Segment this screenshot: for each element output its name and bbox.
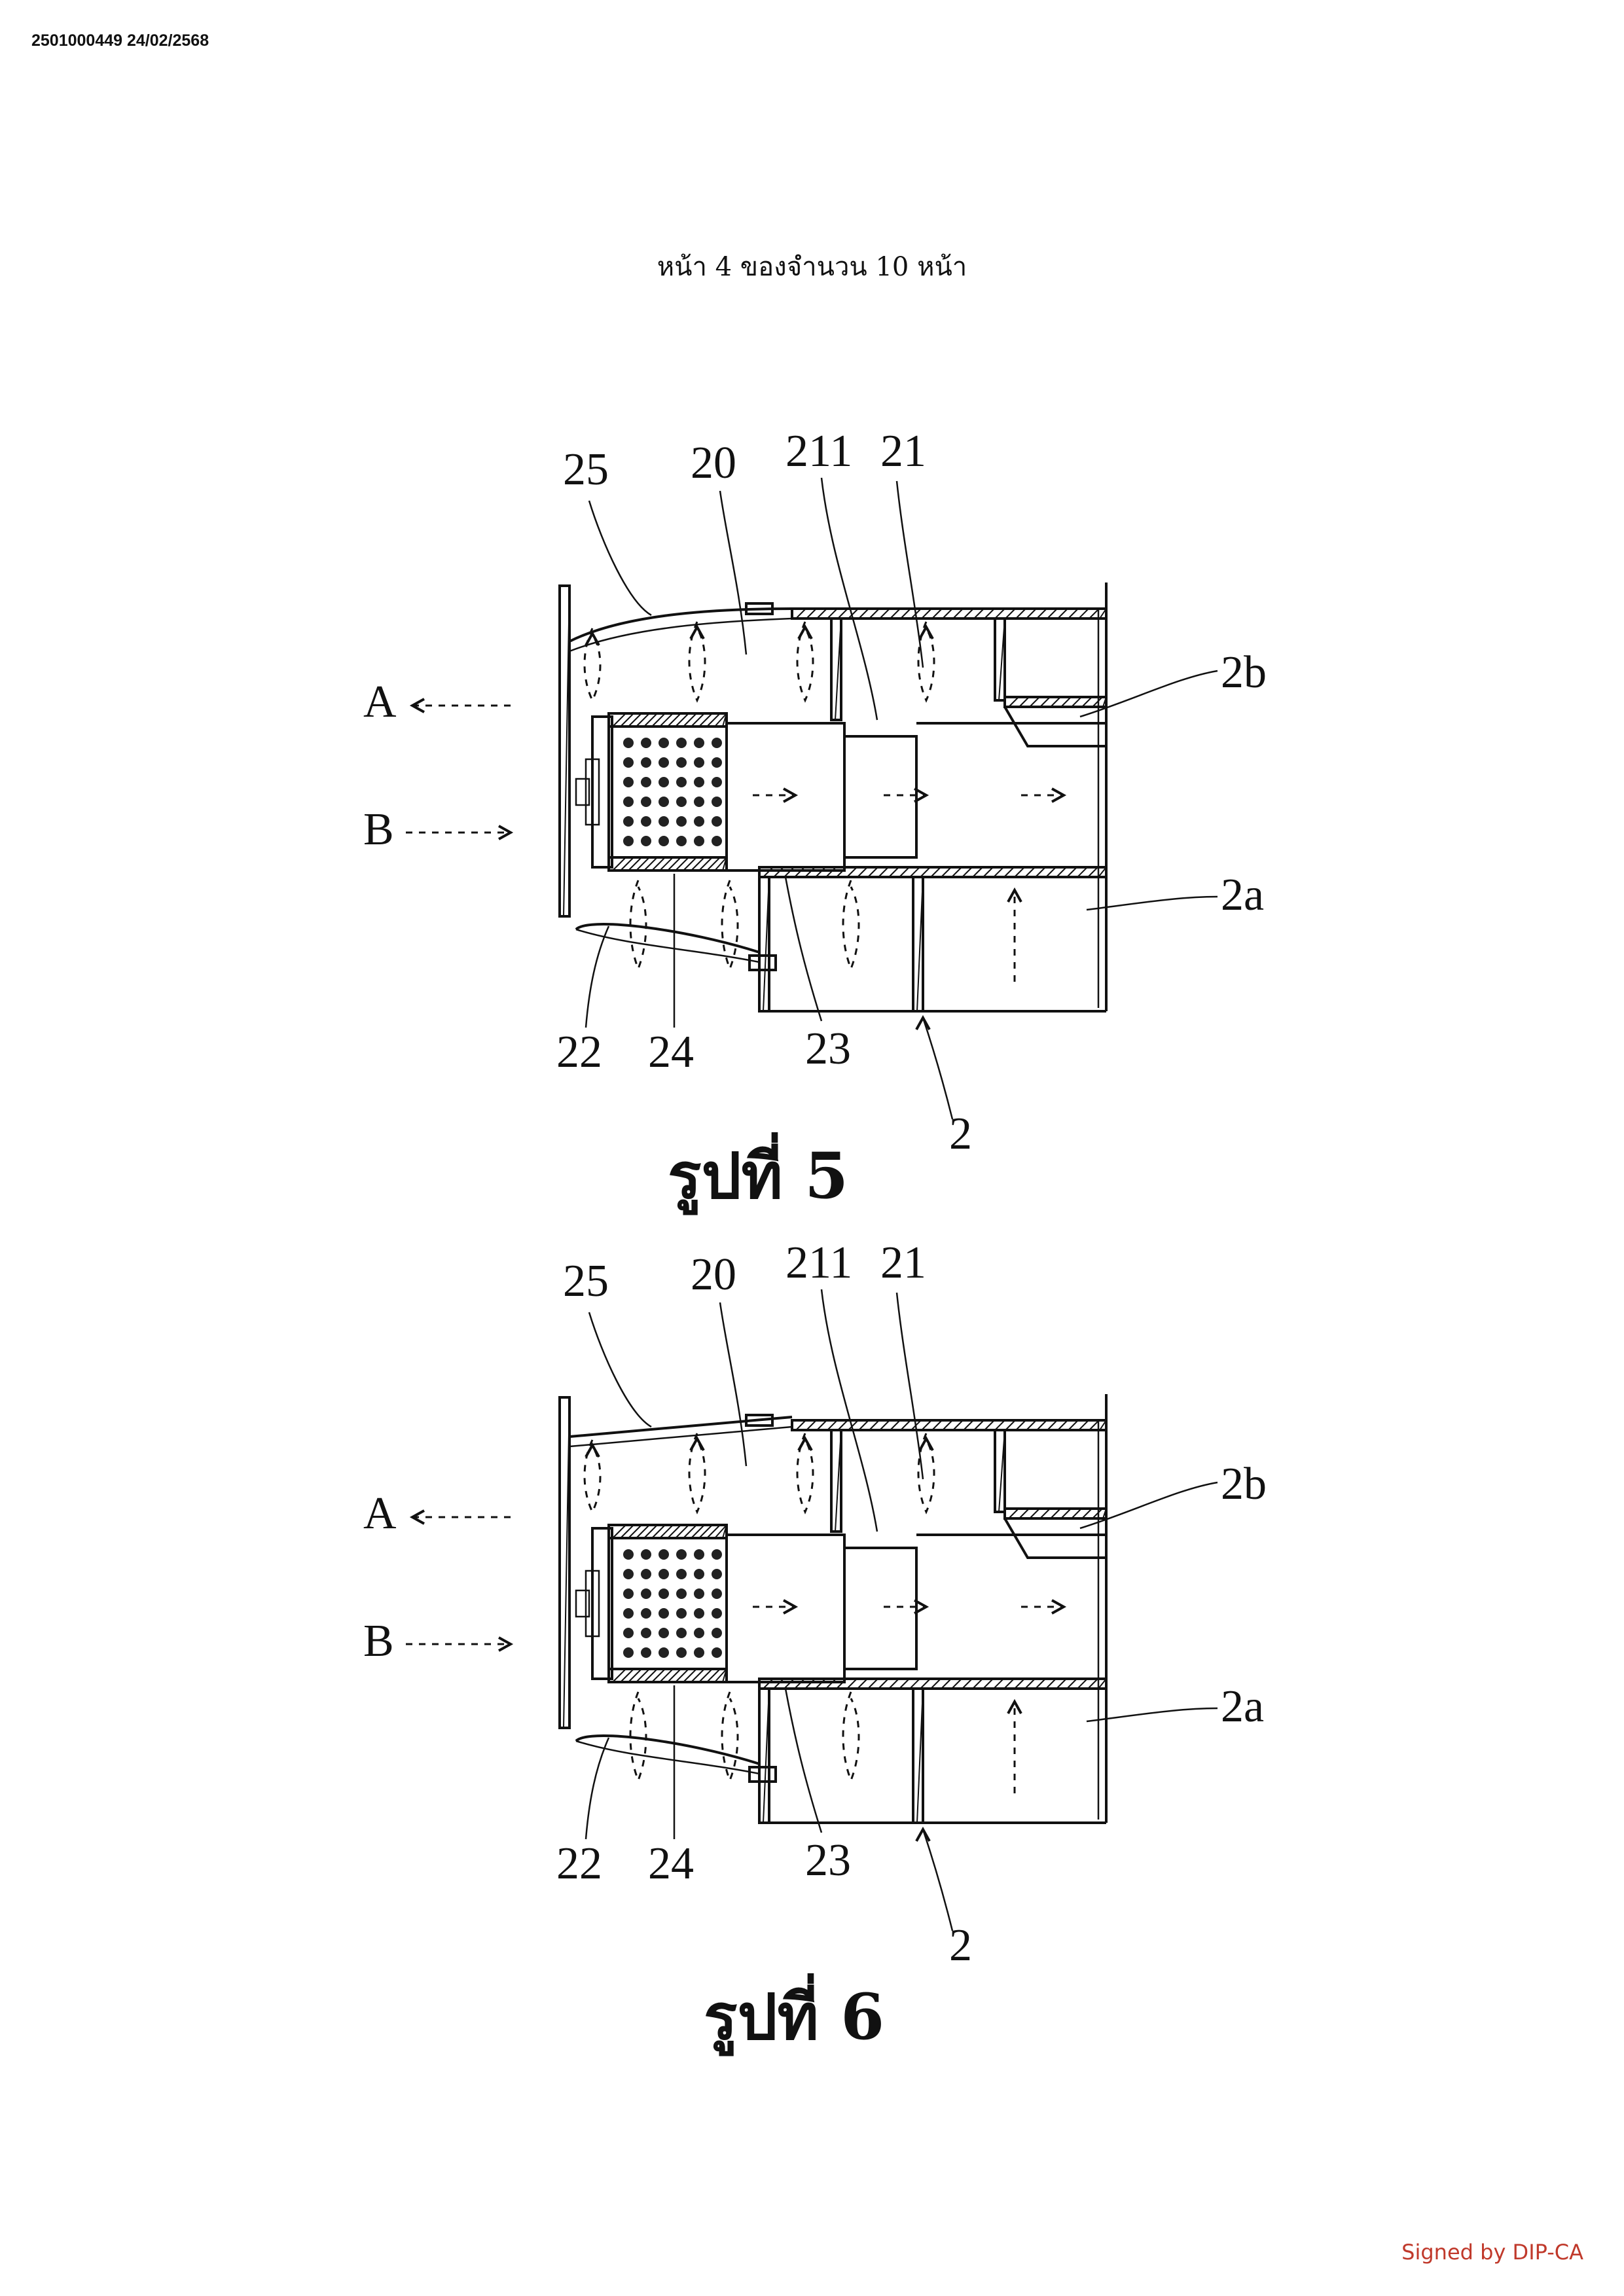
figure-6-drawing [406,1289,1218,1931]
leader-line [922,1017,954,1120]
label-211: 211 [785,426,852,476]
filter-24 [607,712,728,872]
tube-23 [725,1534,846,1683]
leader-line [585,1737,610,1840]
leader-line [588,500,652,617]
label-21: 21 [880,426,926,476]
document-stamp: 2501000449 24/02/2568 [31,31,209,50]
label-22: 22 [556,1839,602,1889]
label-20: 20 [691,438,736,488]
figure-5: 25 20 211 21 2b 2a A B 22 24 23 2 รูปที่… [363,426,1267,1215]
label-21: 21 [880,1238,926,1288]
label-211: 211 [785,1238,852,1288]
label-25: 25 [563,444,609,495]
leader-line [1079,1481,1218,1530]
figure-6: 25 20 211 21 2b 2a A B 22 24 23 2 รูปที่… [363,1238,1267,2056]
leader-line [719,1302,748,1467]
leader-line [895,480,924,668]
label-24: 24 [648,1839,694,1889]
label-B: B [363,1616,394,1666]
label-23: 23 [805,1835,851,1886]
leader-line [1086,1707,1218,1723]
digital-signature: Signed by DIP-CA [1401,2240,1583,2265]
leader-line [922,1829,954,1931]
leader-line [719,490,748,655]
leader-line [820,477,878,721]
leader-line [1079,670,1218,718]
label-2b: 2b [1221,1459,1267,1509]
label-24: 24 [648,1027,694,1077]
figure-6-caption: รูปที่ 6 [704,1973,884,2056]
label-2: 2 [949,1920,972,1971]
tube-23 [725,722,846,872]
label-2: 2 [949,1109,972,1159]
leader-line [585,925,610,1028]
figure-5-caption: รูปที่ 5 [668,1132,848,1215]
cover-25 [569,1416,793,1438]
leader-line [784,876,823,1022]
leader-line [588,1312,652,1428]
label-2a: 2a [1221,870,1264,920]
page-header: หน้า 4 ของจำนวน 10 หน้า [657,252,967,282]
label-A: A [363,1488,397,1539]
leader-line [784,1688,823,1833]
label-20: 20 [691,1249,736,1300]
label-22: 22 [556,1027,602,1077]
filter-cap [591,715,613,869]
leader-line [895,1292,924,1480]
label-23: 23 [805,1024,851,1074]
figure-5-drawing [406,477,1218,1120]
leader-line [820,1289,878,1532]
filter-24 [607,1524,728,1683]
label-2a: 2a [1221,1681,1264,1732]
leader-line [1086,895,1218,911]
label-A: A [363,677,397,727]
label-2b: 2b [1221,647,1267,698]
filter-cap [591,1527,613,1680]
label-B: B [363,804,394,855]
label-25: 25 [563,1256,609,1306]
